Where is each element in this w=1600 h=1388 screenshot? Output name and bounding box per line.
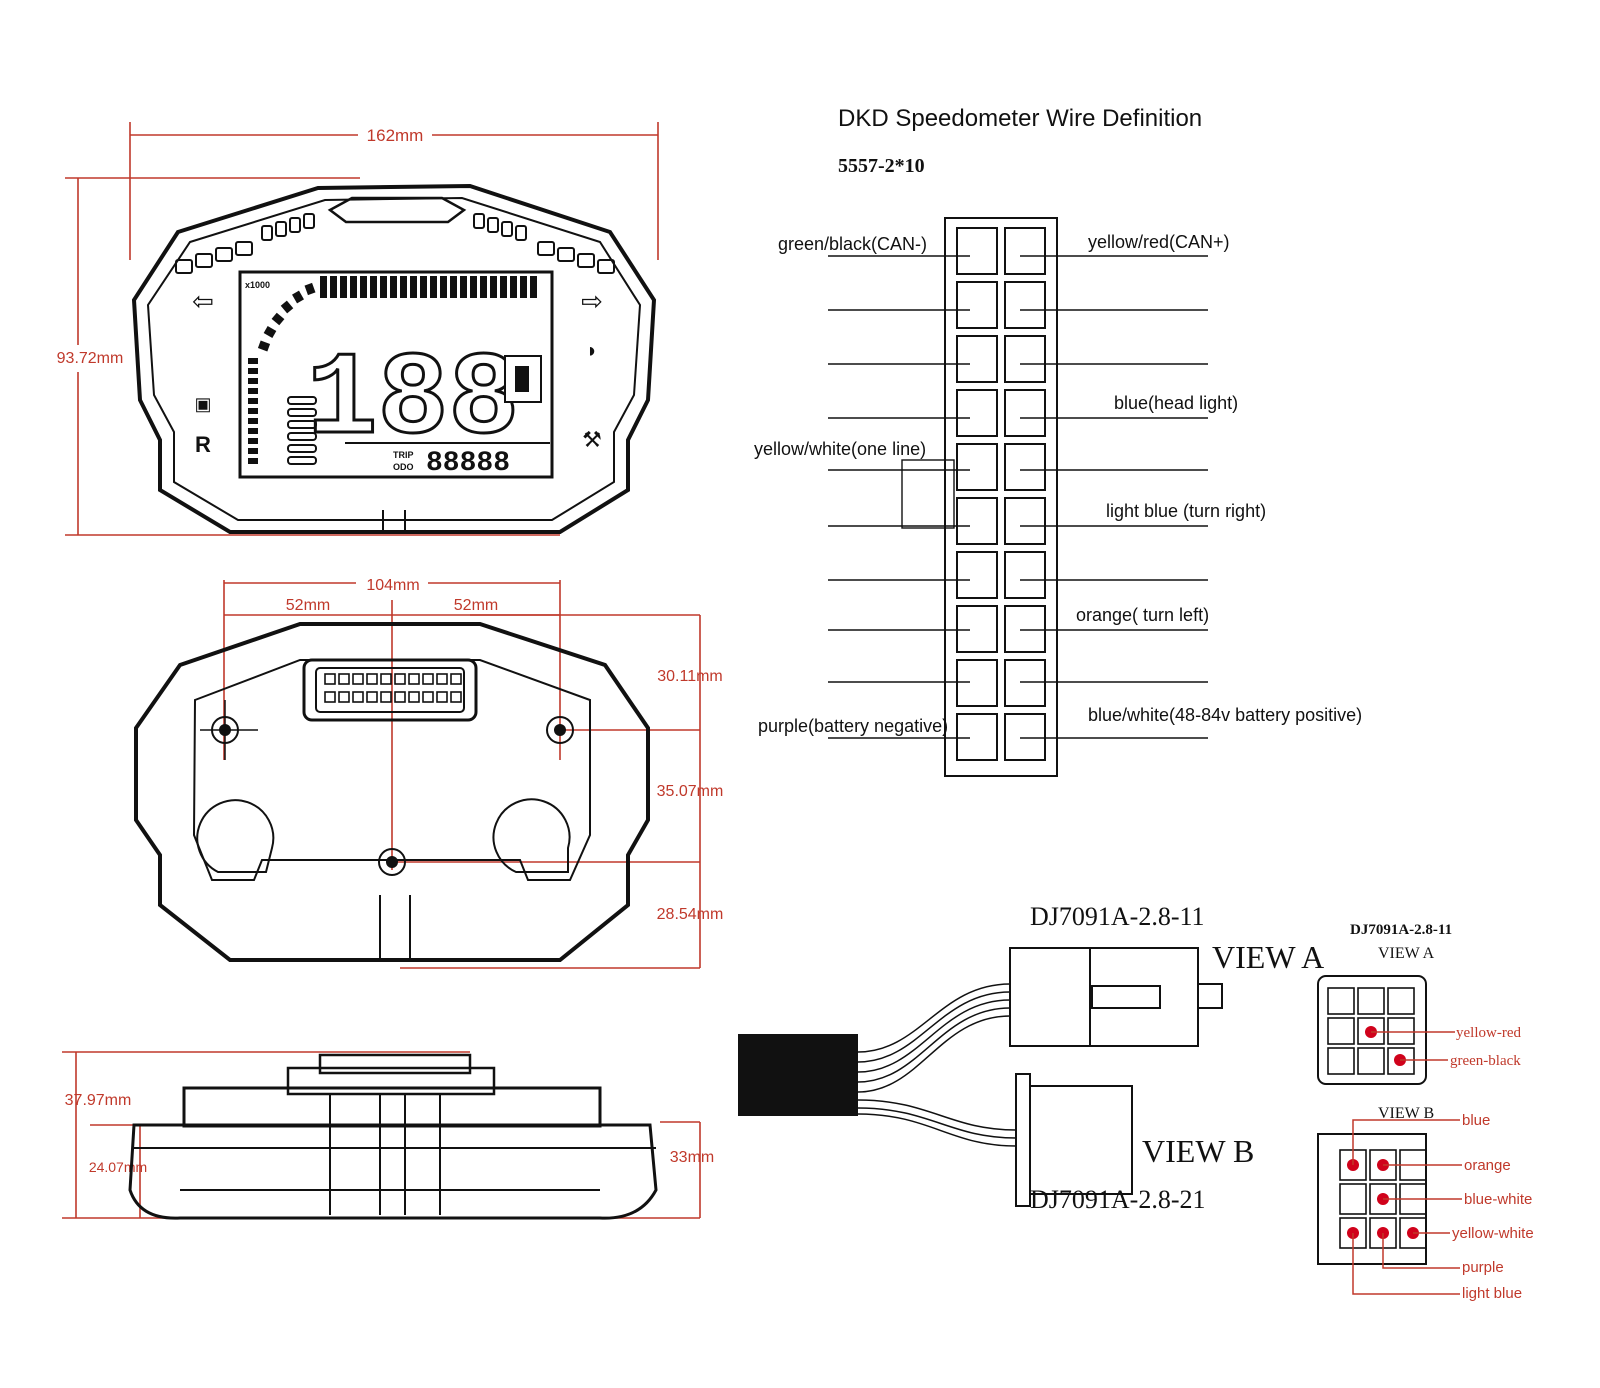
pin-leaders-right xyxy=(1020,255,1208,739)
pin-cells xyxy=(956,227,1046,761)
diagram-title: DKD Speedometer Wire Definition xyxy=(838,105,1202,132)
side-housing xyxy=(128,1123,658,1220)
battery-icon: ▣ xyxy=(194,394,211,414)
front-housing xyxy=(131,183,657,534)
top-indicator xyxy=(327,196,467,224)
harness: DJ7091A-2.8-11 VIEW A VIEW B DJ7091A-2.8… xyxy=(738,902,1534,1302)
pin-label-light-blue: light blue (turn right) xyxy=(1106,501,1266,521)
left-turn-icon: ⇦ xyxy=(192,286,214,316)
pin-label-purple: purple(battery negative) xyxy=(758,716,948,736)
side-view: 37.97mm 24.07mm 33mm xyxy=(62,1051,714,1220)
side-total-depth: 37.97mm xyxy=(65,1092,132,1109)
detail-b-pin-purple: purple xyxy=(1462,1259,1504,1276)
detail-a-view: VIEW A xyxy=(1378,945,1435,962)
pin-label-yellow-red: yellow/red(CAN+) xyxy=(1088,232,1230,252)
pin-leaders-left xyxy=(828,255,970,739)
detail-b-pin-yellow-white: yellow-white xyxy=(1452,1225,1534,1242)
detail-a-title: DJ7091A-2.8-11 xyxy=(1350,922,1452,938)
pin-label-blue-headlight: blue(head light) xyxy=(1114,393,1238,413)
view-b-label: VIEW B xyxy=(1142,1133,1254,1169)
wrench-icon: ⚒ xyxy=(582,427,602,452)
odometer-digits: 88888 xyxy=(426,448,510,479)
reverse-indicator: R xyxy=(195,432,211,457)
back-view: 104mm 52mm 52mm 30.11mm 35.07mm 28.54mm xyxy=(134,577,724,969)
pin-connector xyxy=(302,658,478,722)
trip-label: TRIP xyxy=(393,450,414,460)
tacho-bar-graph xyxy=(248,276,537,464)
connector-view-b xyxy=(1015,1073,1031,1207)
mount-hole-right xyxy=(546,716,574,744)
headlight-icon: ◗ xyxy=(586,340,598,362)
detail-b-pin-light-blue: light blue xyxy=(1462,1285,1522,1302)
front-width-label: 162mm xyxy=(367,126,424,145)
odo-label: ODO xyxy=(393,462,414,472)
rpm-segments-top xyxy=(175,213,615,274)
pin-label-blue-white: blue/white(48-84v battery positive) xyxy=(1088,705,1362,725)
view-a-connector-code: DJ7091A-2.8-11 xyxy=(1030,902,1205,931)
detail-b-pin-blue: blue xyxy=(1462,1112,1490,1129)
back-offset-top: 30.11mm xyxy=(657,668,723,685)
back-half-right: 52mm xyxy=(454,597,498,614)
harness-sleeve xyxy=(738,1034,858,1116)
detail-a-pin-yellow-red: yellow-red xyxy=(1456,1025,1521,1041)
detail-a-pin-green-black: green-black xyxy=(1450,1053,1521,1069)
side-body-depth: 24.07mm xyxy=(89,1159,147,1175)
back-total-width: 104mm xyxy=(366,577,419,594)
detail-b-view: VIEW B xyxy=(1378,1105,1434,1122)
speed-digits: 188 xyxy=(307,335,519,468)
back-offset-bottom: 28.54mm xyxy=(657,906,724,923)
view-a-label: VIEW A xyxy=(1212,939,1324,975)
pin-label-yellow-white: yellow/white(one line) xyxy=(754,439,926,459)
connector-code: 5557-2*10 xyxy=(838,155,925,177)
pin-block xyxy=(944,217,1058,777)
right-turn-icon: ⇨ xyxy=(581,286,603,316)
pin-label-green-black: green/black(CAN-) xyxy=(778,234,927,254)
back-offset-mid: 35.07mm xyxy=(657,783,724,800)
mount-hole-bottom xyxy=(378,848,406,876)
detail-b-pin-blue-white: blue-white xyxy=(1464,1191,1532,1208)
front-view: 162mm 93.72mm xyxy=(57,122,659,536)
side-right-depth: 33mm xyxy=(670,1149,714,1166)
mount-hole-left xyxy=(200,700,258,760)
front-height-label: 93.72mm xyxy=(57,350,124,367)
back-housing xyxy=(134,622,650,962)
tacho-scale: x1000 xyxy=(245,280,270,290)
view-b-connector-code: DJ7091A-2.8-21 xyxy=(1030,1185,1206,1214)
wire-definition: DKD Speedometer Wire Definition 5557-2*1… xyxy=(754,105,1362,777)
fuel-gauge xyxy=(287,396,317,465)
detail-b-pin-orange: orange xyxy=(1464,1157,1511,1174)
connector-view-a xyxy=(1009,947,1091,1047)
pin-label-orange: orange( turn left) xyxy=(1076,605,1209,625)
detail-a-connector xyxy=(1317,975,1427,1085)
back-half-left: 52mm xyxy=(286,597,330,614)
